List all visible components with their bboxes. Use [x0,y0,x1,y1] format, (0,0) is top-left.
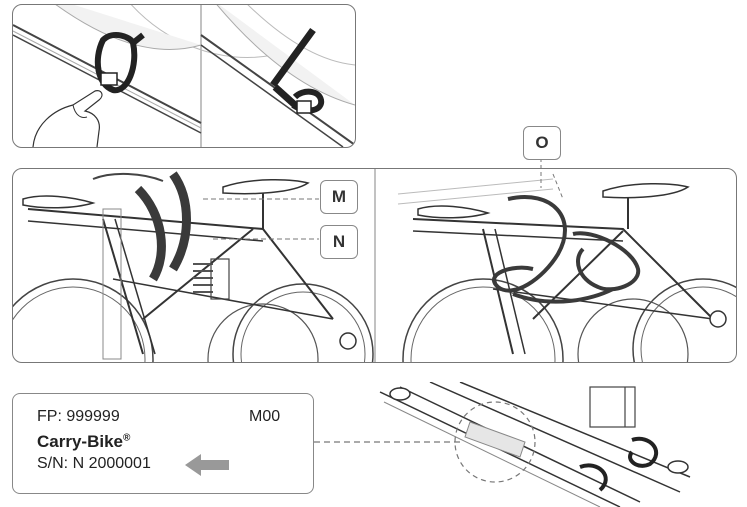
product-name: Carry-Bike® [37,432,130,452]
serial-number: S/N: N 2000001 [37,455,151,472]
trademark-symbol: ® [123,432,131,444]
product-name-text: Carry-Bike [37,432,123,451]
fp-number: FP: 999999 [37,408,120,425]
serial-label: FP: 999999 M00 Carry-Bike® S/N: N 200000… [12,393,314,494]
bike-mounting-panel [12,168,737,363]
carrier-rail-illustration [379,382,691,507]
callout-m: M [320,180,358,214]
strap-detail-illustration [13,5,355,147]
strap-detail-panel [12,4,356,148]
callout-n: N [320,225,358,259]
bike-mounting-illustration [13,169,736,362]
arrow-left-icon [185,454,229,476]
callout-o: O [523,126,561,160]
model-code: M00 [249,408,281,425]
